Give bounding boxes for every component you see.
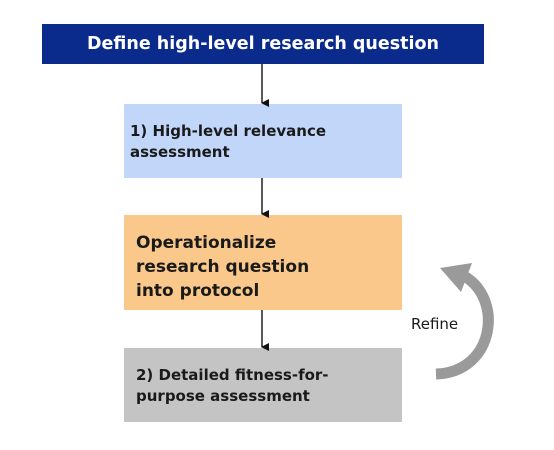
refine-curved-arrow-icon (435, 263, 494, 380)
relevance-assessment-box: 1) High-level relevance assessment (124, 104, 402, 178)
fitness-assessment-label: 2) Detailed fitness-for- purpose assessm… (136, 366, 329, 405)
operationalize-protocol-label: Operationalize research question into pr… (136, 233, 310, 301)
relevance-assessment-label: 1) High-level relevance assessment (130, 122, 327, 161)
define-research-question-box: Define high-level research question (42, 24, 484, 64)
refine-label: Refine (411, 315, 459, 333)
fitness-assessment-box: 2) Detailed fitness-for- purpose assessm… (124, 348, 402, 422)
operationalize-protocol-box: Operationalize research question into pr… (124, 215, 402, 310)
define-research-question-label: Define high-level research question (87, 34, 439, 54)
